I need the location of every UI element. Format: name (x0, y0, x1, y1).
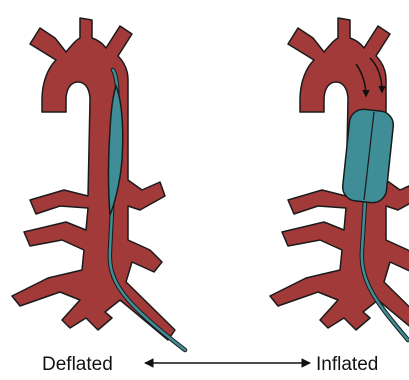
deflated-panel (12, 18, 185, 350)
aorta-left (12, 18, 175, 340)
balloon-inflated (341, 108, 394, 204)
deflated-label: Deflated (42, 354, 113, 375)
caption: Deflated Inflated (42, 354, 378, 375)
inflated-panel (270, 18, 409, 340)
inflated-label: Inflated (316, 354, 378, 375)
